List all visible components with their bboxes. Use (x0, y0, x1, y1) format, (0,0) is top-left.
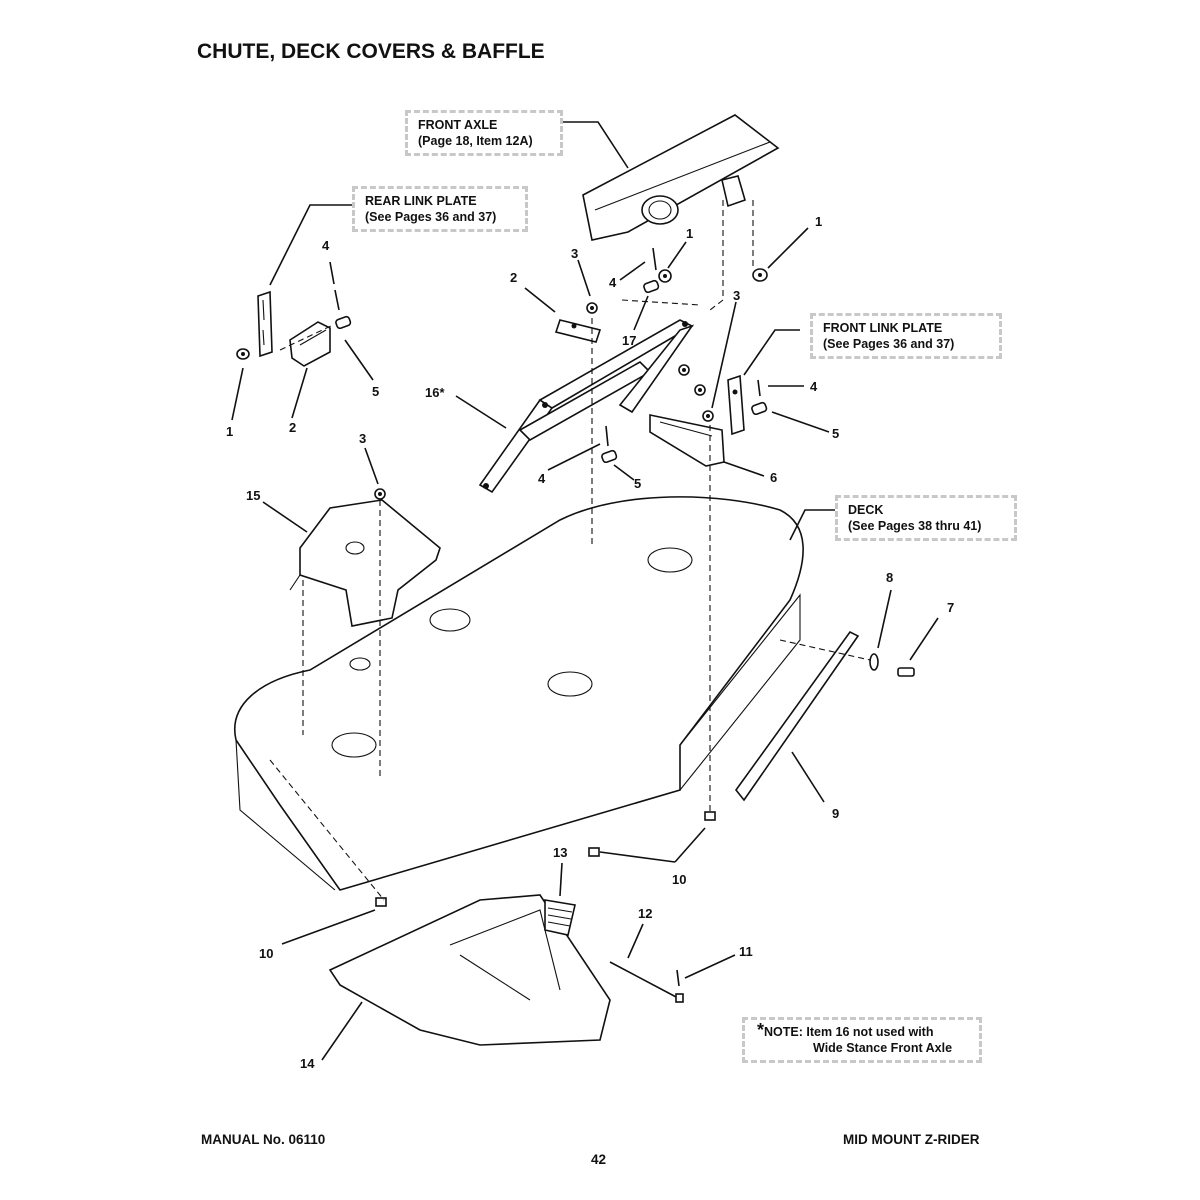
baffle-9 (734, 630, 860, 802)
item-14: 14 (300, 1056, 315, 1071)
cotter-pin-4-top (652, 247, 657, 271)
item-1-right: 1 (815, 214, 822, 229)
callout-front-link-plate-ref: (See Pages 36 and 37) (823, 337, 955, 351)
rear-link-plate-part (257, 290, 273, 358)
callout-rear-link-plate-title: REAR LINK PLATE (365, 194, 477, 208)
item-4-low: 4 (538, 471, 546, 486)
bracket-6 (649, 414, 725, 467)
item-15: 15 (246, 488, 260, 503)
washer-1-top (658, 269, 672, 283)
item-5-rear: 5 (372, 384, 379, 399)
callout-front-link-plate: FRONT LINK PLATE (See Pages 36 and 37) (810, 313, 1002, 359)
mower-deck (234, 496, 804, 891)
cotter-pin-4-right (757, 379, 761, 397)
callout-note: *NOTE: Item 16 not used with Wide Stance… (742, 1017, 982, 1063)
pin-11 (676, 969, 680, 987)
item-10-right: 10 (672, 872, 686, 887)
deck-cover-15 (289, 499, 441, 627)
front-axle-part (582, 114, 780, 241)
bolt-10-left (375, 897, 387, 907)
item-17: 17 (622, 333, 636, 348)
callout-front-axle-title: FRONT AXLE (418, 118, 498, 132)
item-9: 9 (832, 806, 839, 821)
callout-note-line1: *NOTE: Item 16 not used with (757, 1020, 934, 1040)
callout-rear-link-plate-ref: (See Pages 36 and 37) (365, 210, 497, 224)
footer-model: MID MOUNT Z-RIDER (843, 1132, 980, 1147)
cotter-pin-4-rear (334, 289, 340, 311)
item-10-left: 10 (259, 946, 273, 961)
item-6: 6 (770, 470, 777, 485)
item-2-mid: 2 (510, 270, 517, 285)
nut-3-cover (374, 488, 386, 500)
item-3-mid: 3 (571, 246, 578, 261)
assembly-lines (269, 200, 871, 901)
item-4-right: 4 (810, 379, 818, 394)
item-numbers: 1 2 4 5 2 3 4 1 17 1 3 16* 4 5 6 4 5 15 … (226, 214, 954, 1071)
item-5-low: 5 (634, 476, 641, 491)
callout-note-line2: Wide Stance Front Axle (813, 1041, 953, 1055)
footer-manual-number: MANUAL No. 06110 (201, 1132, 326, 1147)
item-4-top: 4 (609, 275, 617, 290)
chute-14 (328, 894, 611, 1046)
item-5-right: 5 (832, 426, 839, 441)
note-asterisk: * (757, 1020, 765, 1040)
item-3-right: 3 (733, 288, 740, 303)
item-12: 12 (638, 906, 652, 921)
item-13: 13 (553, 845, 567, 860)
pin-17 (643, 279, 660, 294)
clevis-pin-5-low (601, 449, 618, 464)
callout-front-axle-ref: (Page 18, Item 12A) (418, 134, 533, 148)
bolt-10-mid (588, 847, 600, 857)
item-2-rear: 2 (289, 420, 296, 435)
front-axle-bracket-16 (478, 319, 695, 494)
nut-3-upper-right (678, 364, 706, 396)
item-4-rear: 4 (322, 238, 330, 253)
item-1-top: 1 (686, 226, 693, 241)
item-16: 16* (425, 385, 445, 400)
front-link-plate-part (727, 374, 745, 436)
washer-1-rear (236, 348, 250, 360)
cotter-pin-4-low (605, 425, 609, 447)
item-8: 8 (886, 570, 893, 585)
item-3-cover: 3 (359, 431, 366, 446)
clevis-pin-5-rear (335, 315, 352, 330)
nut-3-mid (586, 302, 598, 314)
page-title: CHUTE, DECK COVERS & BAFFLE (197, 40, 545, 63)
nut-3-right (702, 410, 714, 422)
item-11: 11 (739, 944, 753, 959)
washer-8 (869, 653, 879, 671)
callout-front-axle: FRONT AXLE (Page 18, Item 12A) (405, 110, 563, 156)
item-7: 7 (947, 600, 954, 615)
callout-deck-title: DECK (848, 503, 884, 517)
callout-rear-link-plate: REAR LINK PLATE (See Pages 36 and 37) (352, 186, 528, 232)
rear-bracket-part (289, 321, 331, 367)
spring-13 (544, 899, 576, 936)
washer-1-right (752, 268, 768, 282)
callout-deck: DECK (See Pages 38 thru 41) (835, 495, 1017, 541)
rod-12 (609, 961, 684, 1003)
footer-page-number: 42 (591, 1152, 607, 1167)
bolt-10-right (704, 811, 716, 821)
item-1-rear: 1 (226, 424, 233, 439)
leader-lines (231, 121, 939, 1061)
bolt-7 (897, 667, 915, 677)
callout-deck-ref: (See Pages 38 thru 41) (848, 519, 982, 533)
callout-front-link-plate-title: FRONT LINK PLATE (823, 321, 943, 335)
clevis-pin-5-right (751, 401, 768, 416)
bracket-2-mid (554, 319, 602, 343)
